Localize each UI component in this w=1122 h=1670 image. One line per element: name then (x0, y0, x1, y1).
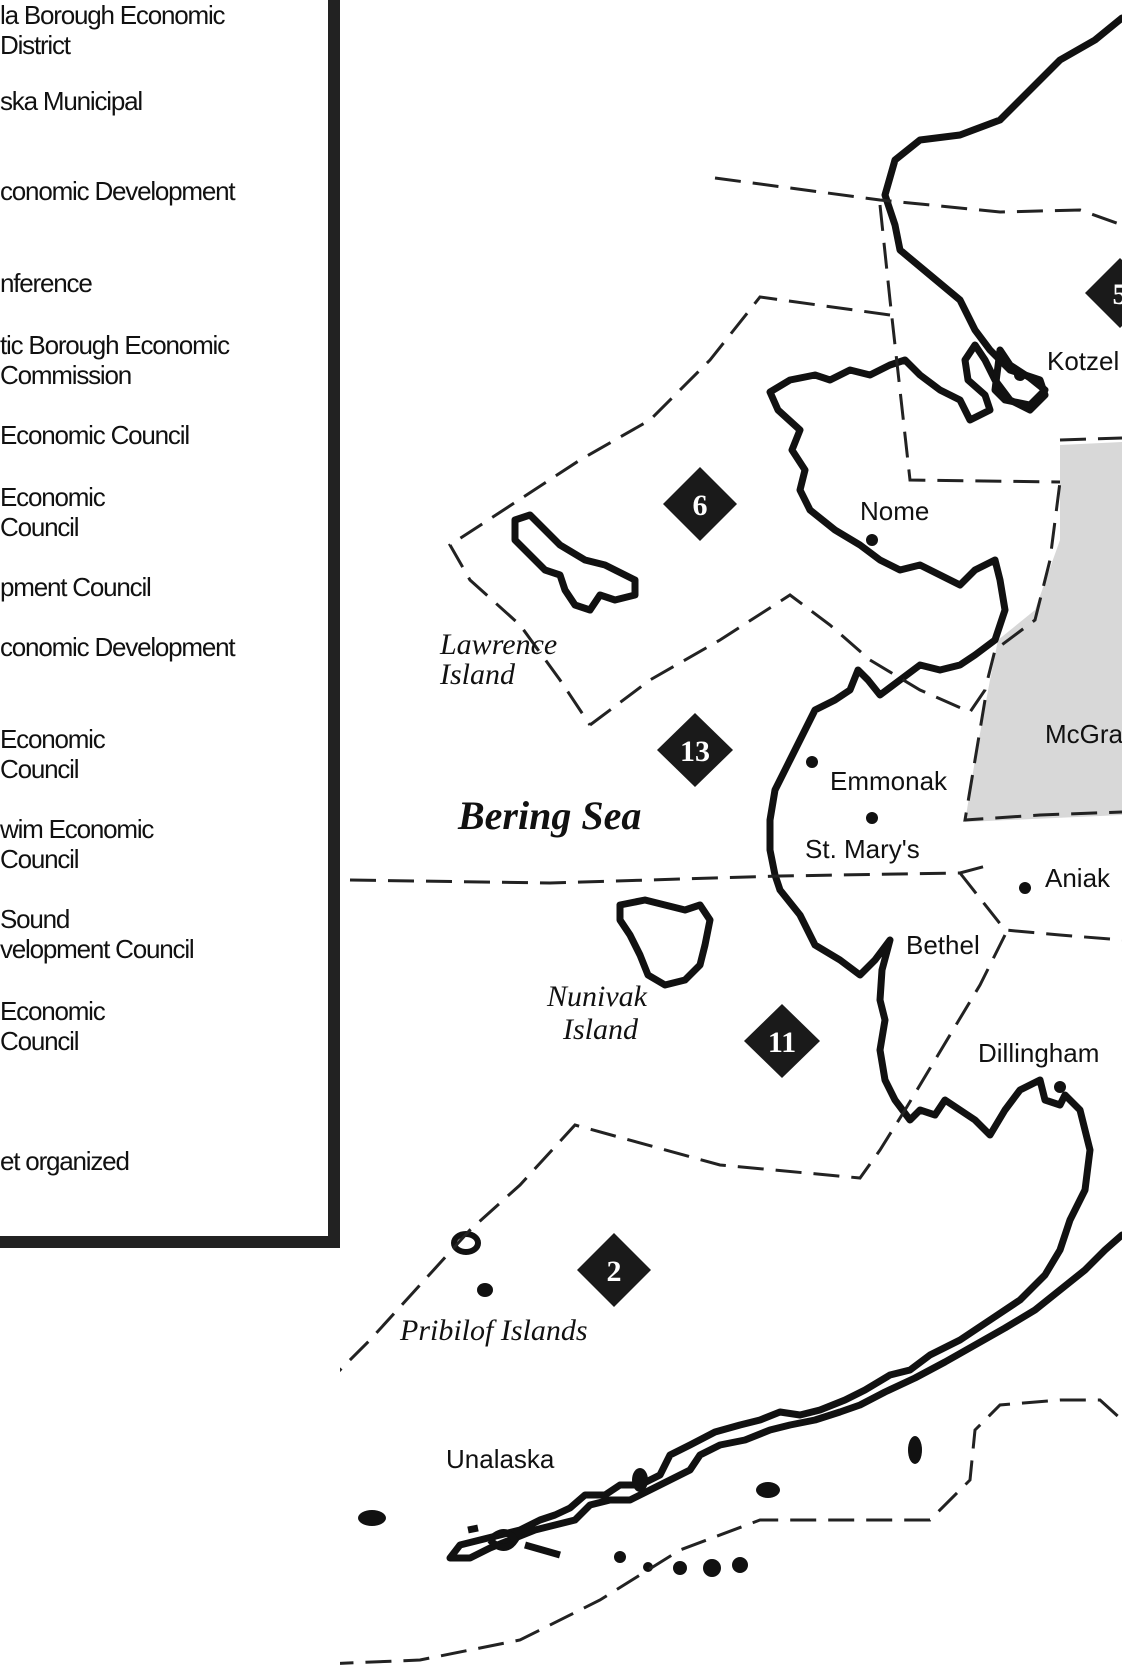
legend-item: Economic Council (0, 482, 106, 542)
island-label-pribilof: Pribilof Islands (399, 1314, 588, 1347)
region-badge-2: 2 (577, 1233, 651, 1307)
aleutian-island (732, 1557, 748, 1573)
legend-item: nference (0, 268, 93, 298)
region-badge-13: 13 (657, 713, 733, 787)
sea-label: Bering Sea (457, 793, 641, 838)
legend-item: ska Municipal (0, 86, 143, 116)
aleutian-island (908, 1436, 922, 1464)
legend-item: conomic Development (0, 632, 236, 662)
island-label-nunivak: Island (562, 1013, 639, 1046)
town-dot-aniak (1019, 882, 1031, 894)
aleutian-island (673, 1561, 687, 1575)
town-dot-dillingham (1054, 1081, 1066, 1093)
region-boundaries (340, 176, 1122, 1665)
legend-item: conomic Development (0, 176, 236, 206)
region-map: 5 6 13 11 2 Kotzel Nome McGra Emmonak St… (340, 14, 1122, 1665)
region-number: 13 (680, 735, 710, 768)
unorganized-area (965, 442, 1122, 822)
town-dot-nome (866, 534, 878, 546)
legend-item: Economic Council (0, 420, 190, 450)
region-number: 2 (607, 1255, 622, 1288)
place-label-emmonak: Emmonak (830, 766, 948, 796)
town-dot-emmonak (806, 756, 818, 768)
place-label-kotzebue: Kotzel (1047, 346, 1119, 376)
town-dot-kotzebue (1014, 369, 1026, 381)
place-label-dillingham: Dillingham (978, 1038, 1099, 1068)
coastline-mainland (446, 14, 1122, 1562)
region-badge-6: 6 (663, 467, 737, 541)
region-badge-5: 5 (1085, 258, 1122, 328)
island-label-lawrence: Lawrence (439, 628, 557, 661)
aleutian-island (358, 1510, 386, 1526)
region-badge-11: 11 (744, 1004, 820, 1078)
map-area: 5 6 13 11 2 Kotzel Nome McGra Emmonak St… (340, 0, 1122, 1670)
aleutian-island (703, 1559, 721, 1577)
aleutian-island (467, 1524, 520, 1551)
legend-item: wim Economic Council (0, 814, 154, 874)
region-number: 6 (693, 489, 708, 522)
nunivak-island (616, 896, 714, 989)
legend-item: Economic Council (0, 724, 106, 784)
legend-item: la Borough Economic District (0, 0, 226, 60)
town-dot-st-marys (866, 812, 878, 824)
pribilof-island (477, 1283, 493, 1297)
aleutian-island (756, 1482, 780, 1498)
place-label-bethel: Bethel (906, 930, 980, 960)
place-label-mcgrath: McGra (1045, 719, 1122, 749)
legend-item: tic Borough Economic Commission (0, 330, 230, 390)
place-label-st-marys: St. Mary's (805, 834, 920, 864)
island-label-lawrence: Island (439, 658, 516, 691)
region-number: 5 (1113, 278, 1122, 311)
place-label-aniak: Aniak (1045, 863, 1111, 893)
region-number: 11 (768, 1026, 796, 1059)
legend-item: Economic Council (0, 996, 106, 1056)
st-lawrence-island (511, 511, 639, 614)
legend-item: Sound velopment Council (0, 904, 195, 964)
place-label-unalaska: Unalaska (446, 1444, 555, 1474)
legend-item: pment Council (0, 572, 152, 602)
aleutian-island (614, 1551, 626, 1563)
place-label-nome: Nome (860, 496, 929, 526)
legend-item: et organized (0, 1146, 130, 1176)
island-label-nunivak: Nunivak (546, 980, 648, 1013)
aleutian-island (524, 1541, 561, 1559)
legend-panel: la Borough Economic District ska Municip… (0, 0, 340, 1248)
aleutian-island (632, 1468, 648, 1492)
coastline-seward (991, 346, 1049, 409)
